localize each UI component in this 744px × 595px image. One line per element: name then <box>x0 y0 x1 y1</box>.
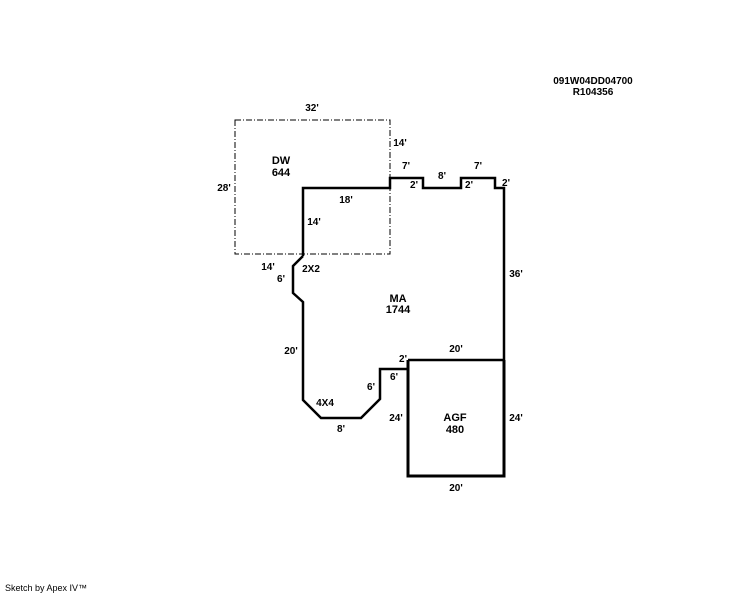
dim-label: 14' <box>261 262 275 273</box>
dim-label: 36' <box>509 269 523 280</box>
dim-label: 14' <box>393 138 407 149</box>
dim-label: 20' <box>449 483 463 494</box>
ma-sqft: 1744 <box>386 304 411 316</box>
agf-sqft: 480 <box>446 424 464 436</box>
dim-label: 7' <box>402 161 410 172</box>
dim-label: 24' <box>509 413 523 424</box>
dim-label: 8' <box>438 171 446 182</box>
dim-label: 2X2 <box>302 264 320 275</box>
dim-label: 8' <box>337 424 345 435</box>
dim-label: 2' <box>399 354 407 365</box>
dim-label: 6' <box>390 372 398 383</box>
software-credit: Sketch by Apex IV™ <box>5 583 88 593</box>
dim-label: 20' <box>449 344 463 355</box>
account-number: R104356 <box>573 87 614 98</box>
agf-outline <box>406 360 506 478</box>
parcel-id: 091W04DD04700 <box>553 76 633 87</box>
dim-label: 4X4 <box>316 398 334 409</box>
dim-label: 2' <box>410 180 418 191</box>
dim-label: 2' <box>465 180 473 191</box>
agf-code: AGF <box>443 412 467 424</box>
dim-label: 6' <box>277 274 285 285</box>
dim-label: 18' <box>339 195 353 206</box>
dim-label: 28' <box>217 183 231 194</box>
ma-code: MA <box>389 293 406 305</box>
dim-label: 32' <box>305 103 319 114</box>
ma-outline <box>291 176 506 478</box>
dim-label: 2' <box>502 178 510 189</box>
dim-label: 20' <box>284 346 298 357</box>
dim-label: 6' <box>367 382 375 393</box>
dw-sqft: 644 <box>272 167 291 179</box>
dimension-labels: 32' 28' 14' 14' 18' 14' 7' 2' 8' 7' 2' 2… <box>217 103 523 494</box>
dim-label: 14' <box>307 217 321 228</box>
dw-code: DW <box>272 155 291 167</box>
dim-label: 7' <box>474 161 482 172</box>
dim-label: 24' <box>389 413 403 424</box>
